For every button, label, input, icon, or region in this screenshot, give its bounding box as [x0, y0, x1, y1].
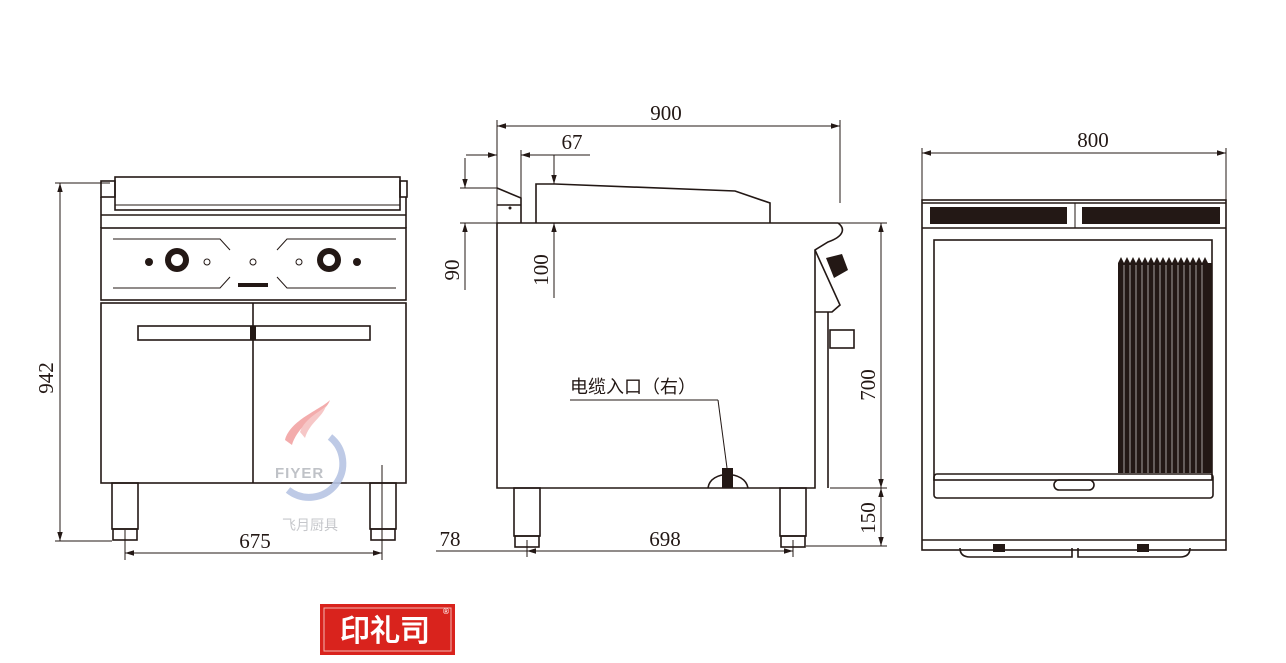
dimension-78-698: 78 698 [436, 527, 794, 557]
cable-gland-icon [707, 468, 749, 489]
brand-plate [238, 283, 268, 287]
dimension-900: 900 [496, 101, 841, 223]
top-view: 800 [921, 128, 1227, 558]
vent-left [930, 207, 1067, 224]
dimension-800: 800 [921, 128, 1227, 200]
ribbed-grill-section [1118, 257, 1212, 473]
watermark-brand-en: FIYER [275, 465, 324, 482]
leg-span-675-label: 675 [239, 529, 271, 553]
leg-span-698-label: 698 [649, 527, 681, 551]
front-view: 942 675 [34, 176, 408, 560]
control-panel [100, 227, 407, 301]
cable-entry-callout: 电缆入口（右） [570, 377, 728, 469]
indicator-light-icon [249, 258, 257, 266]
splash-height-90-label: 90 [440, 260, 464, 281]
vent-right [1082, 207, 1220, 224]
dimension-675: 675 [124, 465, 383, 560]
dimension-700-150: 700 150 [806, 222, 887, 547]
seal-text: 印礼司 [340, 614, 430, 649]
knob-right-icon[interactable] [295, 248, 361, 272]
watermark-brand-cn: 飞月厨具 [282, 518, 338, 534]
rear-leg-offset-78-label: 78 [440, 527, 461, 551]
grease-drawer [933, 473, 1214, 499]
knob-side-icon [826, 254, 848, 278]
seal-stamp: 印礼司 ® [320, 604, 455, 655]
dimension-90: 90 [440, 158, 497, 290]
knob-left-icon[interactable] [145, 248, 211, 272]
griddle-height-100-label: 100 [529, 254, 553, 286]
height-942-label: 942 [34, 362, 58, 394]
drawer-handle [829, 329, 855, 349]
dimension-67: 67 [466, 130, 590, 198]
dimension-942: 942 [34, 182, 112, 542]
splash-offset-67-label: 67 [562, 130, 583, 154]
width-800-label: 800 [1077, 128, 1109, 152]
griddle-plate [100, 176, 408, 228]
side-view: 电缆入口（右） 900 67 90 [436, 101, 887, 557]
body-height-700-label: 700 [856, 369, 880, 401]
drawer-handle [1053, 479, 1095, 491]
cable-entry-label: 电缆入口（右） [570, 377, 696, 398]
fiyer-watermark-logo: FIYER 飞月厨具 [275, 400, 347, 534]
leg-height-150-label: 150 [856, 502, 880, 534]
depth-900-label: 900 [650, 101, 682, 125]
griddle-profile [535, 183, 771, 223]
registered-mark: ® [442, 607, 450, 616]
cabinet [100, 302, 407, 484]
control-fascia [814, 249, 841, 313]
dimension-100: 100 [529, 155, 557, 298]
